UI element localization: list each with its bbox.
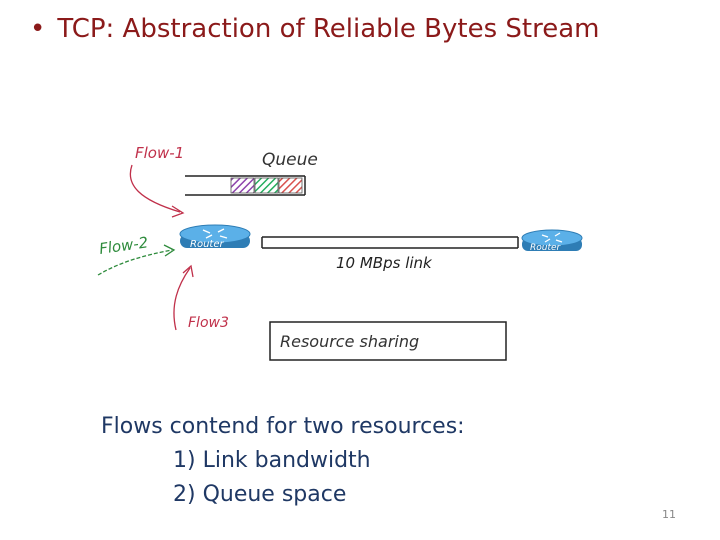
flow2-label: Flow-2 bbox=[98, 233, 149, 258]
flow2-arrowhead bbox=[163, 244, 176, 257]
queue-buffer bbox=[185, 175, 306, 196]
caption-line-3: 2) Queue space bbox=[173, 482, 347, 507]
flow1-arrow bbox=[129, 164, 181, 213]
router-right-icon: Router bbox=[521, 229, 583, 253]
router-left-icon: Router bbox=[179, 224, 251, 250]
queue-packet-green bbox=[254, 177, 279, 194]
flow2-arrow bbox=[97, 249, 173, 276]
page-number: 11 bbox=[662, 508, 676, 521]
caption-line-2: 1) Link bandwidth bbox=[173, 448, 371, 473]
slide-title: • TCP: Abstraction of Reliable Bytes Stre… bbox=[30, 14, 599, 44]
flow3-arrow bbox=[173, 267, 191, 331]
queue-label: Queue bbox=[262, 150, 318, 170]
caption-line-1: Flows contend for two resources: bbox=[101, 414, 465, 439]
slide-title-text: TCP: Abstraction of Reliable Bytes Strea… bbox=[57, 14, 600, 44]
link-label: 10 MBps link bbox=[336, 254, 433, 272]
network-link bbox=[261, 236, 519, 249]
resource-sharing-box bbox=[269, 321, 507, 361]
bullet-icon: • bbox=[30, 14, 46, 44]
router-left-label: Router bbox=[190, 239, 224, 250]
resource-sharing-label: Resource sharing bbox=[280, 332, 419, 351]
queue-packet-purple bbox=[230, 177, 255, 194]
router-right-label: Router bbox=[530, 243, 562, 253]
flow3-label: Flow3 bbox=[188, 315, 229, 331]
flow1-arrowhead bbox=[171, 205, 185, 218]
caption-block: Flows contend for two resources: 1) Link… bbox=[101, 410, 465, 512]
queue-packet-red bbox=[278, 177, 303, 194]
flow1-label: Flow-1 bbox=[135, 144, 184, 162]
network-diagram: Flow-1 Queue Flow-2 Router 10 MBps link … bbox=[97, 144, 583, 361]
flow3-arrowhead bbox=[182, 264, 194, 278]
